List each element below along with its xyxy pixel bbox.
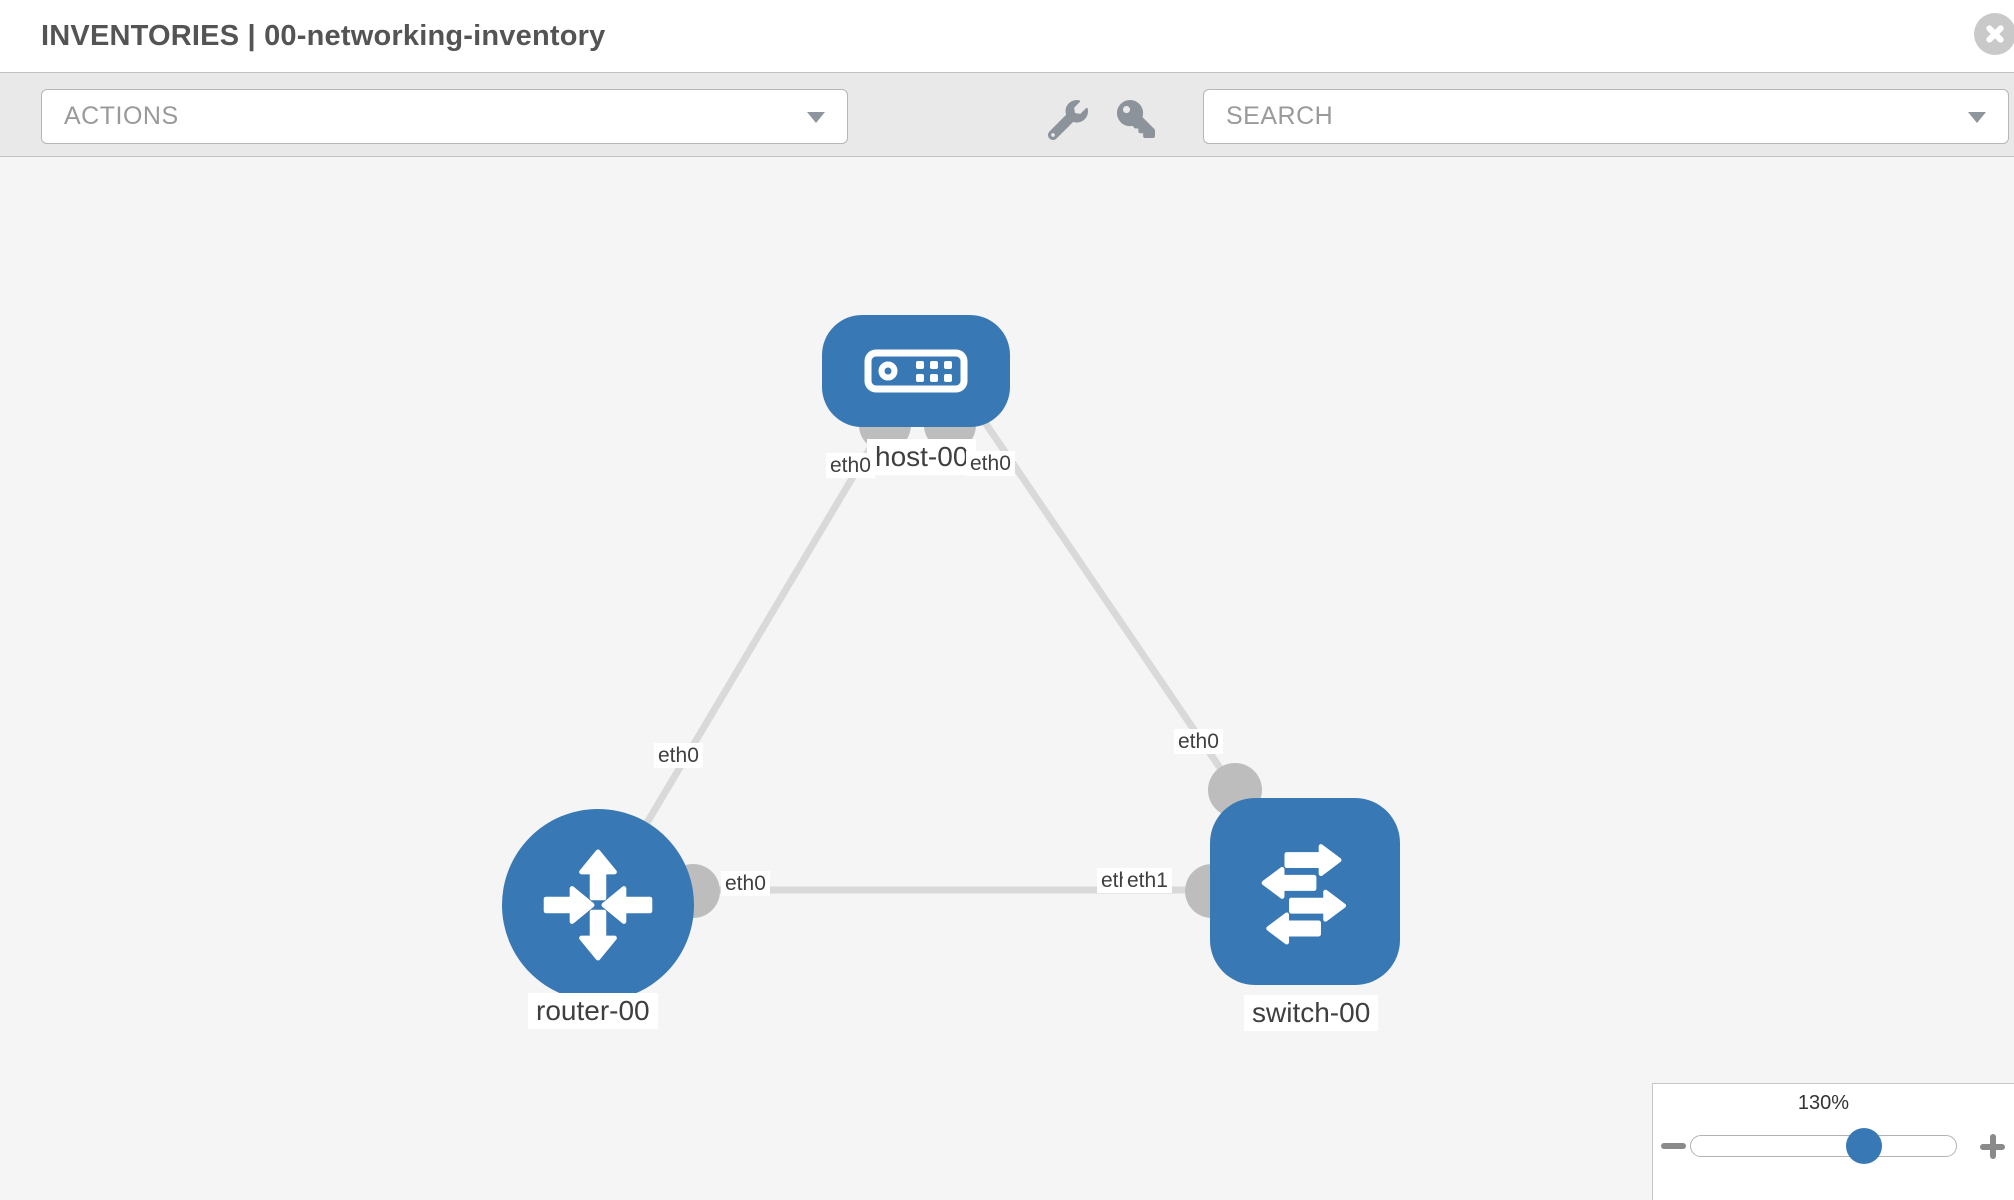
node-switch-00[interactable] [1210, 798, 1400, 985]
search-dropdown[interactable]: SEARCH [1203, 89, 2009, 144]
links-layer [594, 369, 1262, 918]
key-icon[interactable] [1117, 100, 1157, 140]
zoom-panel: 130% [1652, 1083, 2014, 1200]
topology-canvas[interactable]: host-00 router-00 switch-00 eth0 eth0 et… [0, 157, 2014, 1200]
close-icon[interactable] [1974, 13, 2014, 55]
caret-down-icon [1968, 112, 1986, 123]
node-label-host: host-00 [867, 439, 977, 475]
search-dropdown-label: SEARCH [1226, 102, 1334, 130]
actions-dropdown[interactable]: ACTIONS [41, 89, 848, 144]
zoom-slider-track[interactable] [1690, 1135, 1957, 1157]
zoom-level: 130% [1797, 1092, 1850, 1114]
zoom-slider-knob[interactable] [1846, 1128, 1882, 1164]
page-title: INVENTORIES | 00-networking-inventory [41, 20, 606, 52]
router-icon [543, 849, 653, 961]
minus-icon[interactable] [1661, 1143, 1686, 1149]
header-bar: INVENTORIES | 00-networking-inventory [0, 0, 2014, 72]
interface-label: eth0 [826, 453, 875, 478]
plus-icon[interactable] [1980, 1134, 2005, 1159]
interface-label: eth1 [1123, 868, 1172, 893]
host-icon [864, 349, 968, 393]
node-router-00[interactable] [502, 809, 694, 1001]
toolbar: ACTIONS SEARCH [0, 72, 2014, 157]
node-host-00[interactable] [822, 315, 1010, 427]
actions-dropdown-label: ACTIONS [64, 102, 179, 130]
caret-down-icon [807, 112, 825, 123]
interface-label: eth0 [721, 871, 770, 896]
link-host-switch[interactable] [947, 369, 1238, 792]
node-label-switch: switch-00 [1244, 995, 1379, 1031]
switch-icon [1261, 843, 1347, 944]
node-label-router: router-00 [528, 993, 658, 1029]
interface-label: eth0 [1174, 729, 1223, 754]
interface-label: eth0 [654, 743, 703, 768]
wrench-icon[interactable] [1048, 100, 1088, 140]
interface-label: eth0 [966, 451, 1015, 476]
